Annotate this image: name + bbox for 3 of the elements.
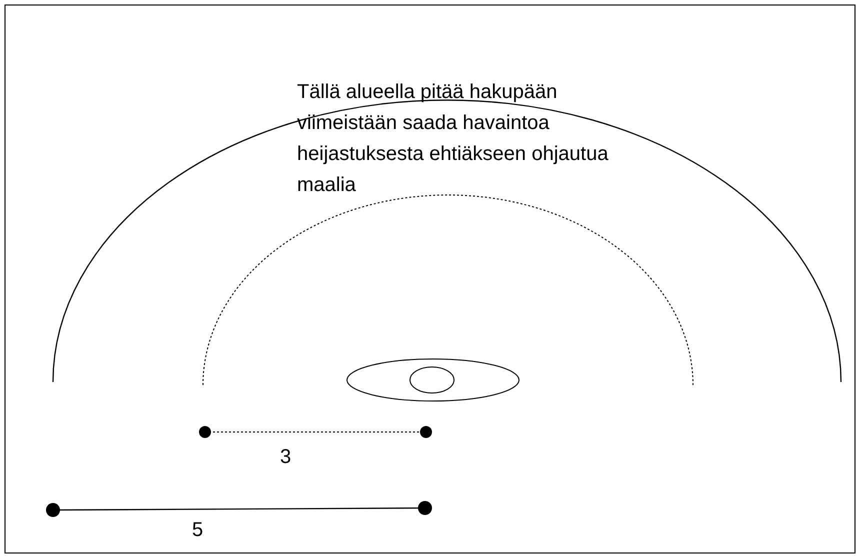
note-text: Tällä alueella pitää hakupään viimeistään saada havaintoa heijastuksesta ehtiäkseen ohjautua maalia bbox=[297, 80, 610, 198]
dimension-label: 3 bbox=[280, 445, 292, 470]
dimension-label: 5 bbox=[192, 518, 204, 543]
